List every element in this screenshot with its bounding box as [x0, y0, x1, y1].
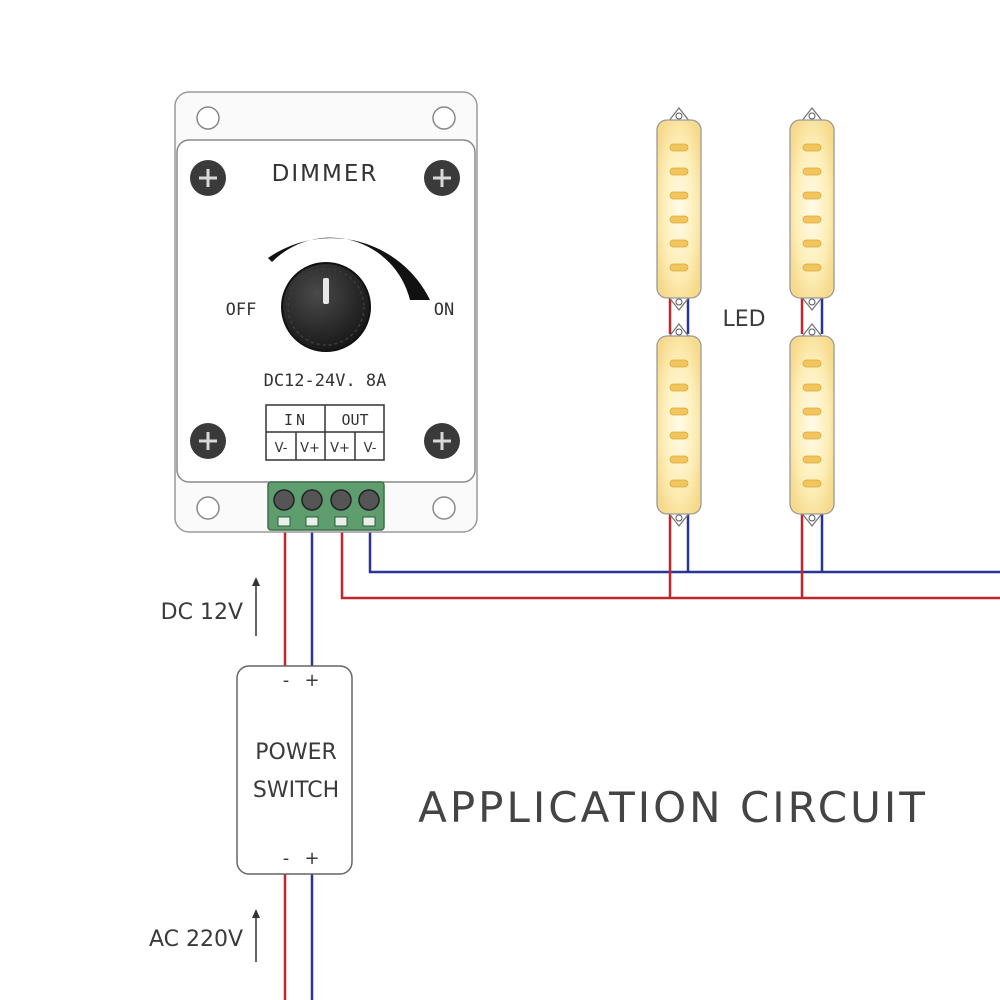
terminal-screw-3[interactable] [330, 489, 352, 511]
terminal-label-1: V- [275, 441, 288, 456]
led-label: LED [722, 307, 765, 332]
ac-arrow-icon [252, 909, 260, 962]
dimmer-title: DIMMER [272, 161, 379, 187]
led-chip [802, 455, 822, 464]
led-module [656, 106, 702, 312]
in-label: IN [284, 411, 308, 429]
out-label: OUT [341, 411, 368, 429]
terminal-label-2: V+ [300, 441, 320, 456]
off-label: OFF [226, 300, 257, 320]
terminal-screw-4[interactable] [358, 489, 380, 511]
led-modules [656, 106, 835, 528]
power-switch: - + POWER SWITCH - + [236, 665, 353, 875]
mount-hole-tl [196, 106, 220, 130]
switch-bottom-minus: - [283, 848, 290, 869]
mount-hole-bl [196, 496, 220, 520]
brightness-arc [268, 237, 430, 300]
led-chip [802, 143, 822, 152]
terminal-legend-table [265, 404, 385, 461]
screw-tl-icon [190, 160, 226, 196]
screw-bl-icon [190, 423, 226, 459]
rating-label: DC12-24V. 8A [264, 371, 387, 391]
led-chip [802, 215, 822, 224]
led-chip [669, 383, 689, 392]
led-chip [802, 167, 822, 176]
terminal-label-4: V- [364, 441, 377, 456]
diagram-caption: APPLICATION CIRCUIT [418, 783, 928, 832]
led-chip [669, 215, 689, 224]
led-module [789, 106, 835, 312]
terminal-screw-1[interactable] [273, 489, 295, 511]
led-chip [669, 239, 689, 248]
switch-label-line1: POWER [255, 740, 337, 765]
led-chip [669, 263, 689, 272]
screw-tr-icon [424, 160, 460, 196]
led-chip [669, 359, 689, 368]
mount-hole-br [432, 496, 456, 520]
out-negative-bus [368, 530, 1000, 574]
led-chip [802, 263, 822, 272]
switch-label-line2: SWITCH [253, 778, 339, 803]
terminal-block [267, 481, 385, 531]
led-module [789, 322, 835, 528]
led-chip [669, 167, 689, 176]
switch-top-plus: + [304, 670, 319, 691]
terminal-label-3: V+ [330, 441, 350, 456]
led-chip [669, 407, 689, 416]
led-chip [802, 431, 822, 440]
led-chip [802, 359, 822, 368]
led-chip [802, 407, 822, 416]
led-chip [802, 479, 822, 488]
led-chip [669, 431, 689, 440]
led-chip [802, 191, 822, 200]
dimmer-module: DIMMER OFF ON DC12-24V. 8A IN OUT V- V+ … [174, 91, 478, 533]
led-chip [669, 143, 689, 152]
switch-bottom-plus: + [304, 848, 319, 869]
dimmer-knob[interactable] [281, 262, 371, 352]
wires [283, 298, 1000, 1000]
terminal-screw-2[interactable] [301, 489, 323, 511]
led-chip [802, 383, 822, 392]
led-chip [669, 455, 689, 464]
knob-indicator [323, 278, 329, 304]
led-module [656, 322, 702, 528]
led-chip [669, 479, 689, 488]
dc-voltage-label: DC 12V [161, 600, 243, 625]
screw-br-icon [424, 423, 460, 459]
ac-voltage-label: AC 220V [149, 927, 243, 952]
out-positive-bus [340, 530, 1000, 600]
led-chip [669, 191, 689, 200]
switch-top-minus: - [283, 670, 290, 691]
led-chip [802, 239, 822, 248]
dc-arrow-icon [252, 577, 260, 636]
on-label: ON [434, 300, 454, 320]
mount-hole-tr [432, 106, 456, 130]
